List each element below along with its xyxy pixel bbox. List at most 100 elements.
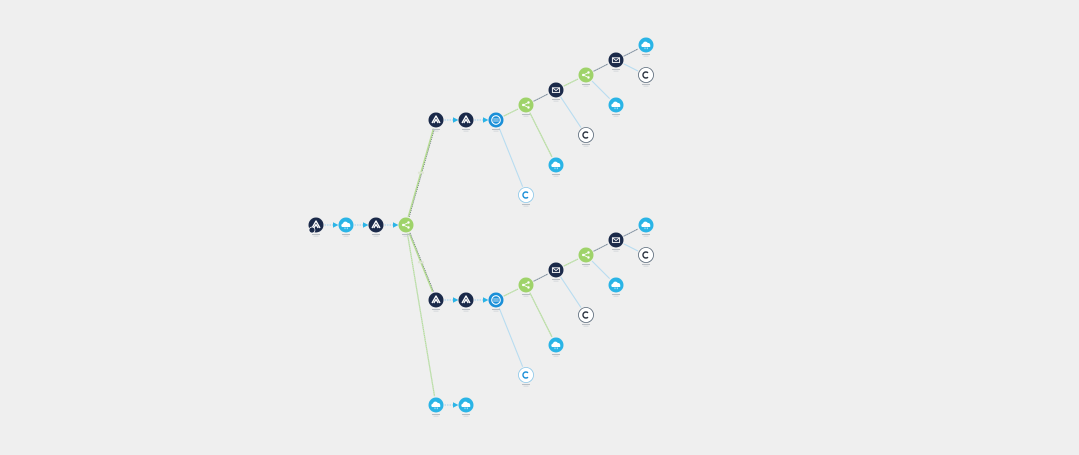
link-t_h1-t_cl1[interactable] bbox=[529, 112, 553, 158]
link-t_h2-t_m2[interactable] bbox=[593, 63, 609, 72]
node-caption-bar bbox=[462, 129, 470, 130]
cloud-icon bbox=[431, 401, 441, 407]
node-b_c3[interactable] bbox=[638, 247, 654, 267]
link-n_hub-x_cl1[interactable] bbox=[406, 233, 436, 397]
node-caption-bar bbox=[582, 324, 590, 325]
node-b_m2[interactable] bbox=[608, 232, 624, 252]
c-icon bbox=[522, 371, 529, 379]
node-caption-bar bbox=[582, 84, 590, 85]
link-b_m2-b_c3[interactable] bbox=[623, 243, 639, 252]
node-b_cl1[interactable] bbox=[548, 337, 564, 357]
node-t_h2[interactable] bbox=[578, 67, 594, 87]
node-n_arrow1[interactable] bbox=[368, 217, 384, 237]
node-t_m2[interactable] bbox=[608, 52, 624, 72]
node-t_cl2[interactable] bbox=[608, 97, 624, 117]
node-t_c1[interactable] bbox=[518, 187, 534, 207]
node-caption-bar bbox=[343, 235, 349, 237]
cloud-icon bbox=[461, 401, 471, 407]
node-caption-bar bbox=[523, 385, 529, 387]
node-caption-bar bbox=[373, 235, 379, 237]
link-t_s-t_h1[interactable] bbox=[503, 108, 519, 117]
c-icon bbox=[582, 311, 589, 319]
link-b_s-b_h1[interactable] bbox=[503, 288, 519, 297]
link-b_h1-b_cl1[interactable] bbox=[529, 292, 553, 338]
link-b_s-b_c1[interactable] bbox=[498, 307, 524, 367]
links-layer bbox=[324, 48, 639, 408]
share-hub-icon bbox=[587, 76, 590, 79]
link-t_m1-t_c2[interactable] bbox=[560, 96, 582, 128]
arrow-icon bbox=[461, 295, 471, 304]
node-caption-bar bbox=[313, 235, 319, 237]
node-caption-bar bbox=[612, 114, 620, 115]
node-caption-bar bbox=[402, 234, 410, 235]
node-t_c2[interactable] bbox=[578, 127, 594, 147]
node-caption-bar bbox=[613, 250, 619, 252]
share-hub-icon bbox=[527, 106, 530, 109]
node-t_h1[interactable] bbox=[518, 97, 534, 117]
node-t_cl1[interactable] bbox=[548, 157, 564, 177]
node-caption-bar bbox=[553, 175, 559, 177]
link-t_m2-t_cl3[interactable] bbox=[623, 48, 639, 57]
cloud-icon bbox=[551, 341, 561, 347]
user-badge-icon bbox=[308, 226, 316, 234]
node-t_c3[interactable] bbox=[638, 67, 654, 87]
node-b_s[interactable] bbox=[488, 292, 504, 312]
link-t_h2-t_cl2[interactable] bbox=[591, 80, 611, 100]
link-t_s-t_c1[interactable] bbox=[498, 127, 524, 187]
node-b_cl2[interactable] bbox=[608, 277, 624, 297]
link-n_hub-t_a1[interactable] bbox=[407, 128, 435, 218]
node-caption-bar bbox=[522, 294, 530, 295]
node-b_a1[interactable] bbox=[428, 292, 444, 312]
node-caption-bar bbox=[493, 130, 499, 132]
node-x_cl1[interactable] bbox=[428, 397, 444, 417]
node-b_cl3[interactable] bbox=[638, 217, 654, 237]
link-b_m2-b_cl3[interactable] bbox=[623, 228, 639, 237]
node-caption-bar bbox=[433, 130, 439, 132]
node-b_m1[interactable] bbox=[548, 262, 564, 282]
c-icon bbox=[582, 131, 589, 139]
node-b_h1[interactable] bbox=[518, 277, 534, 297]
node-caption-bar bbox=[643, 265, 649, 267]
swap-icon bbox=[493, 298, 499, 302]
node-caption-bar bbox=[492, 309, 500, 310]
node-caption-bar bbox=[492, 129, 500, 130]
link-b_h2-b_cl2[interactable] bbox=[591, 260, 611, 280]
node-t_a1[interactable] bbox=[428, 112, 444, 132]
share-hub-icon bbox=[407, 226, 410, 229]
node-caption-bar bbox=[312, 234, 320, 235]
link-b_m1-b_h2[interactable] bbox=[563, 258, 579, 267]
link-b_h1-b_m1[interactable] bbox=[533, 273, 549, 282]
node-caption-bar bbox=[433, 415, 439, 417]
node-caption-bar bbox=[523, 205, 529, 207]
node-caption-bar bbox=[642, 54, 650, 55]
node-b_c2[interactable] bbox=[578, 307, 594, 327]
nodes-layer bbox=[308, 37, 654, 417]
node-n_start[interactable] bbox=[308, 217, 324, 237]
c-icon bbox=[642, 71, 649, 79]
node-caption-bar bbox=[583, 145, 589, 147]
node-b_a2[interactable] bbox=[458, 292, 474, 312]
node-caption-bar bbox=[433, 310, 439, 312]
link-n_hub-b_a1[interactable] bbox=[408, 232, 434, 292]
node-t_cl3[interactable] bbox=[638, 37, 654, 57]
cloud-icon bbox=[641, 41, 651, 47]
node-n_hub[interactable] bbox=[398, 217, 414, 237]
link-t_m2-t_c3[interactable] bbox=[623, 63, 639, 72]
node-caption-bar bbox=[553, 355, 559, 357]
node-t_m1[interactable] bbox=[548, 82, 564, 102]
node-t_a2[interactable] bbox=[458, 112, 474, 132]
node-caption-bar bbox=[493, 310, 499, 312]
node-b_c1[interactable] bbox=[518, 367, 534, 387]
link-b_m1-b_c2[interactable] bbox=[560, 276, 582, 308]
node-b_h2[interactable] bbox=[578, 247, 594, 267]
cloud-icon bbox=[641, 221, 651, 227]
link-t_h1-t_m1[interactable] bbox=[533, 93, 549, 102]
link-t_m1-t_h2[interactable] bbox=[563, 78, 579, 87]
node-x_cl2[interactable] bbox=[458, 397, 474, 417]
node-caption-bar bbox=[372, 234, 380, 235]
node-n_cloud1[interactable] bbox=[338, 217, 354, 237]
node-t_s[interactable] bbox=[488, 112, 504, 132]
node-caption-bar bbox=[553, 100, 559, 102]
link-b_h2-b_m2[interactable] bbox=[593, 243, 609, 252]
